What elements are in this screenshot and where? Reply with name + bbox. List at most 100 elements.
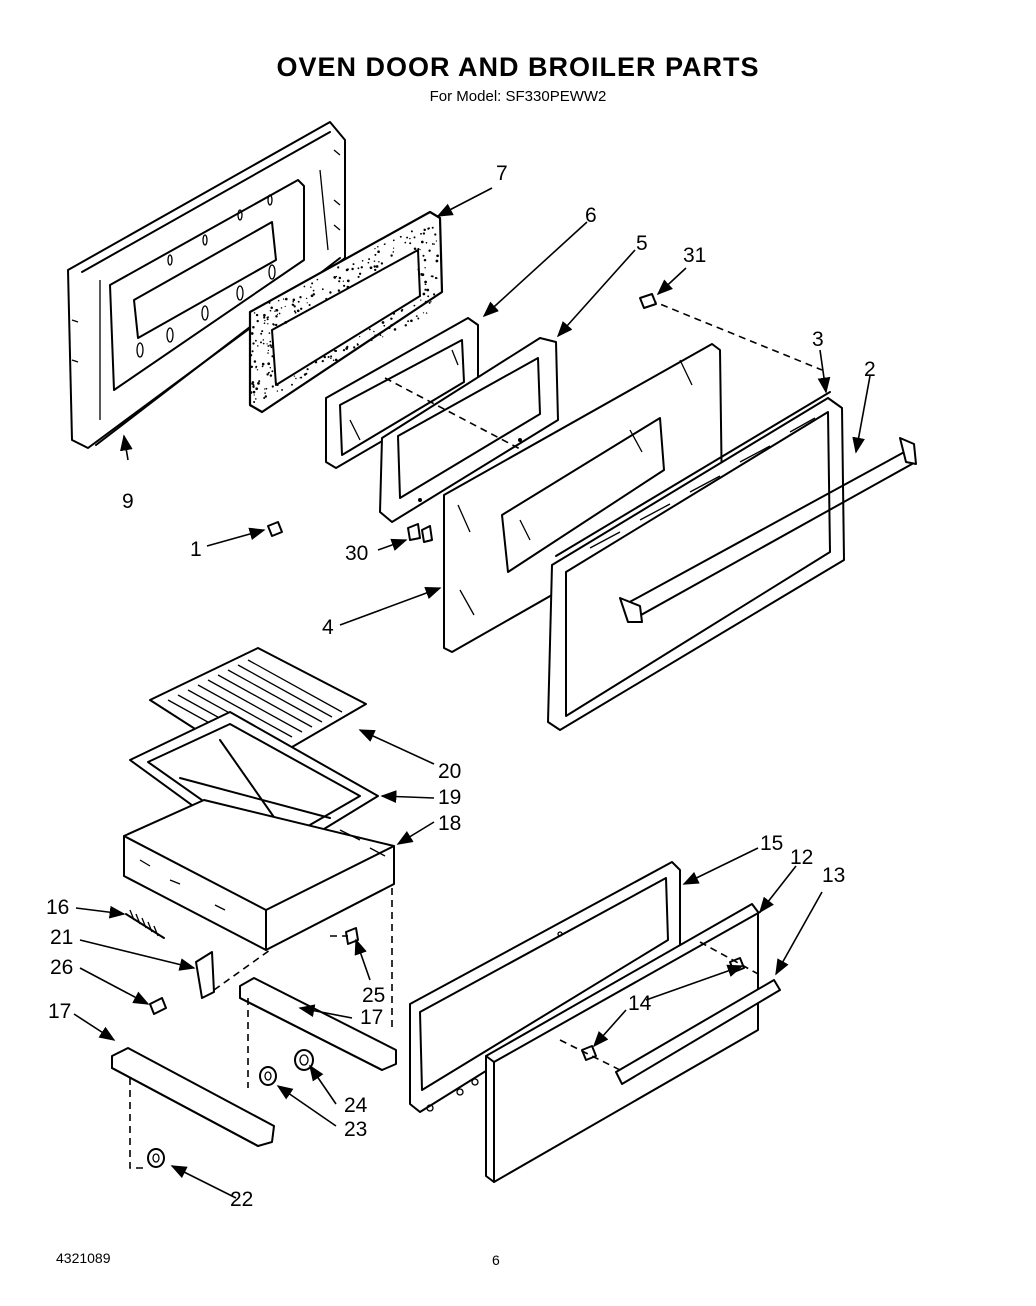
- gasket-speckle: [255, 366, 257, 369]
- gasket-speckle: [368, 258, 371, 261]
- gasket-speckle: [253, 394, 255, 396]
- gasket-speckle: [383, 324, 386, 327]
- callout-17-left: 17: [48, 1000, 71, 1023]
- gasket-speckle: [337, 289, 341, 292]
- gasket-speckle: [282, 298, 285, 300]
- part-3-outer-door-frame: [547, 391, 845, 731]
- gasket-speckle: [275, 315, 278, 318]
- gasket-speckle: [305, 297, 308, 300]
- gasket-speckle: [367, 261, 370, 264]
- gasket-speckle: [267, 352, 269, 354]
- callout-13: 13: [822, 864, 845, 887]
- page-number: 6: [492, 1252, 500, 1268]
- gasket-speckle: [392, 247, 395, 249]
- gasket-speckle: [338, 280, 341, 283]
- gasket-speckle: [334, 358, 338, 362]
- gasket-speckle: [329, 291, 332, 294]
- gasket-speckle: [250, 332, 254, 335]
- part-1-screw: [267, 521, 283, 537]
- gasket-speckle: [253, 400, 256, 404]
- gasket-speckle: [277, 299, 280, 302]
- part-18-broiler-pan: [123, 799, 395, 951]
- gasket-speckle: [427, 295, 430, 298]
- gasket-speckle: [435, 259, 439, 263]
- gasket-speckle: [374, 253, 377, 256]
- part-2-door-handle: [619, 437, 917, 623]
- gasket-speckle: [252, 342, 255, 345]
- gasket-speckle: [369, 266, 373, 270]
- gasket-speckle: [323, 355, 326, 359]
- gasket-speckle: [256, 369, 259, 371]
- model-line: For Model: SF330PEWW2: [0, 88, 1036, 105]
- callout-5: 5: [636, 232, 648, 255]
- gasket-speckle: [352, 263, 355, 266]
- gasket-speckle: [392, 312, 396, 315]
- callout-2: 2: [864, 358, 876, 381]
- gasket-speckle: [257, 345, 259, 347]
- gasket-speckle: [264, 395, 268, 398]
- gasket-speckle: [263, 313, 266, 317]
- gasket-speckle: [260, 341, 262, 344]
- callout-3: 3: [812, 328, 824, 351]
- callout-20: 20: [438, 760, 461, 783]
- gasket-speckle: [345, 347, 349, 350]
- gasket-speckle: [252, 383, 255, 386]
- gasket-speckle: [251, 381, 255, 384]
- callout-17-right: 17: [360, 1006, 383, 1029]
- gasket-speckle: [293, 305, 296, 308]
- gasket-speckle: [278, 312, 281, 315]
- gasket-speckle: [274, 323, 278, 327]
- gasket-speckle: [409, 237, 411, 240]
- part-23-roller: [259, 1066, 277, 1086]
- gasket-speckle: [390, 317, 393, 320]
- gasket-speckle: [264, 388, 266, 390]
- callout-labels: 7 6 5 31 3 2 9 1 30 4 20 19 18 15 12 13 …: [46, 162, 876, 1211]
- gasket-speckle: [300, 307, 303, 310]
- gasket-speckle: [342, 348, 346, 352]
- gasket-speckle: [338, 276, 342, 280]
- gasket-speckle: [284, 321, 288, 324]
- gasket-speckle: [377, 245, 379, 248]
- gasket-speckle: [300, 376, 303, 379]
- gasket-speckle: [393, 328, 397, 331]
- gasket-speckle: [314, 361, 318, 364]
- gasket-speckle: [269, 344, 272, 347]
- gasket-speckle: [419, 248, 421, 251]
- gasket-speckle: [261, 362, 265, 366]
- gasket-speckle: [387, 326, 391, 330]
- gasket-speckle: [358, 272, 362, 275]
- gasket-speckle: [427, 227, 430, 230]
- part-26-screw: [149, 997, 167, 1015]
- gasket-speckle: [291, 383, 293, 386]
- callout-9: 9: [122, 490, 134, 513]
- gasket-speckle: [299, 296, 302, 299]
- grid-slot: [217, 674, 313, 728]
- gasket-speckle: [424, 288, 427, 291]
- gasket-speckle: [431, 226, 434, 229]
- callout-30: 30: [345, 542, 368, 565]
- gasket-speckle: [321, 359, 324, 363]
- gasket-speckle: [311, 282, 314, 285]
- callout-21: 21: [50, 926, 73, 949]
- callout-26: 26: [50, 956, 73, 979]
- gasket-speckle: [295, 377, 297, 380]
- gasket-speckle: [252, 326, 255, 329]
- gasket-speckle: [255, 313, 259, 317]
- gasket-speckle: [373, 265, 376, 268]
- gasket-speckle: [255, 387, 259, 391]
- gasket-speckle: [413, 236, 416, 239]
- gasket-speckle: [275, 309, 277, 311]
- grid-slot: [237, 664, 333, 718]
- gasket-speckle: [325, 297, 328, 301]
- gasket-speckle: [271, 344, 274, 347]
- gasket-speckle: [373, 330, 375, 333]
- gasket-speckle: [267, 345, 270, 347]
- gasket-speckle: [422, 312, 425, 314]
- gasket-speckle: [264, 392, 266, 394]
- gasket-speckle: [270, 306, 273, 309]
- callout-19: 19: [438, 786, 461, 809]
- gasket-speckle: [406, 236, 409, 239]
- gasket-speckle: [335, 275, 338, 278]
- gasket-speckle: [270, 346, 273, 349]
- gasket-speckle: [434, 276, 438, 280]
